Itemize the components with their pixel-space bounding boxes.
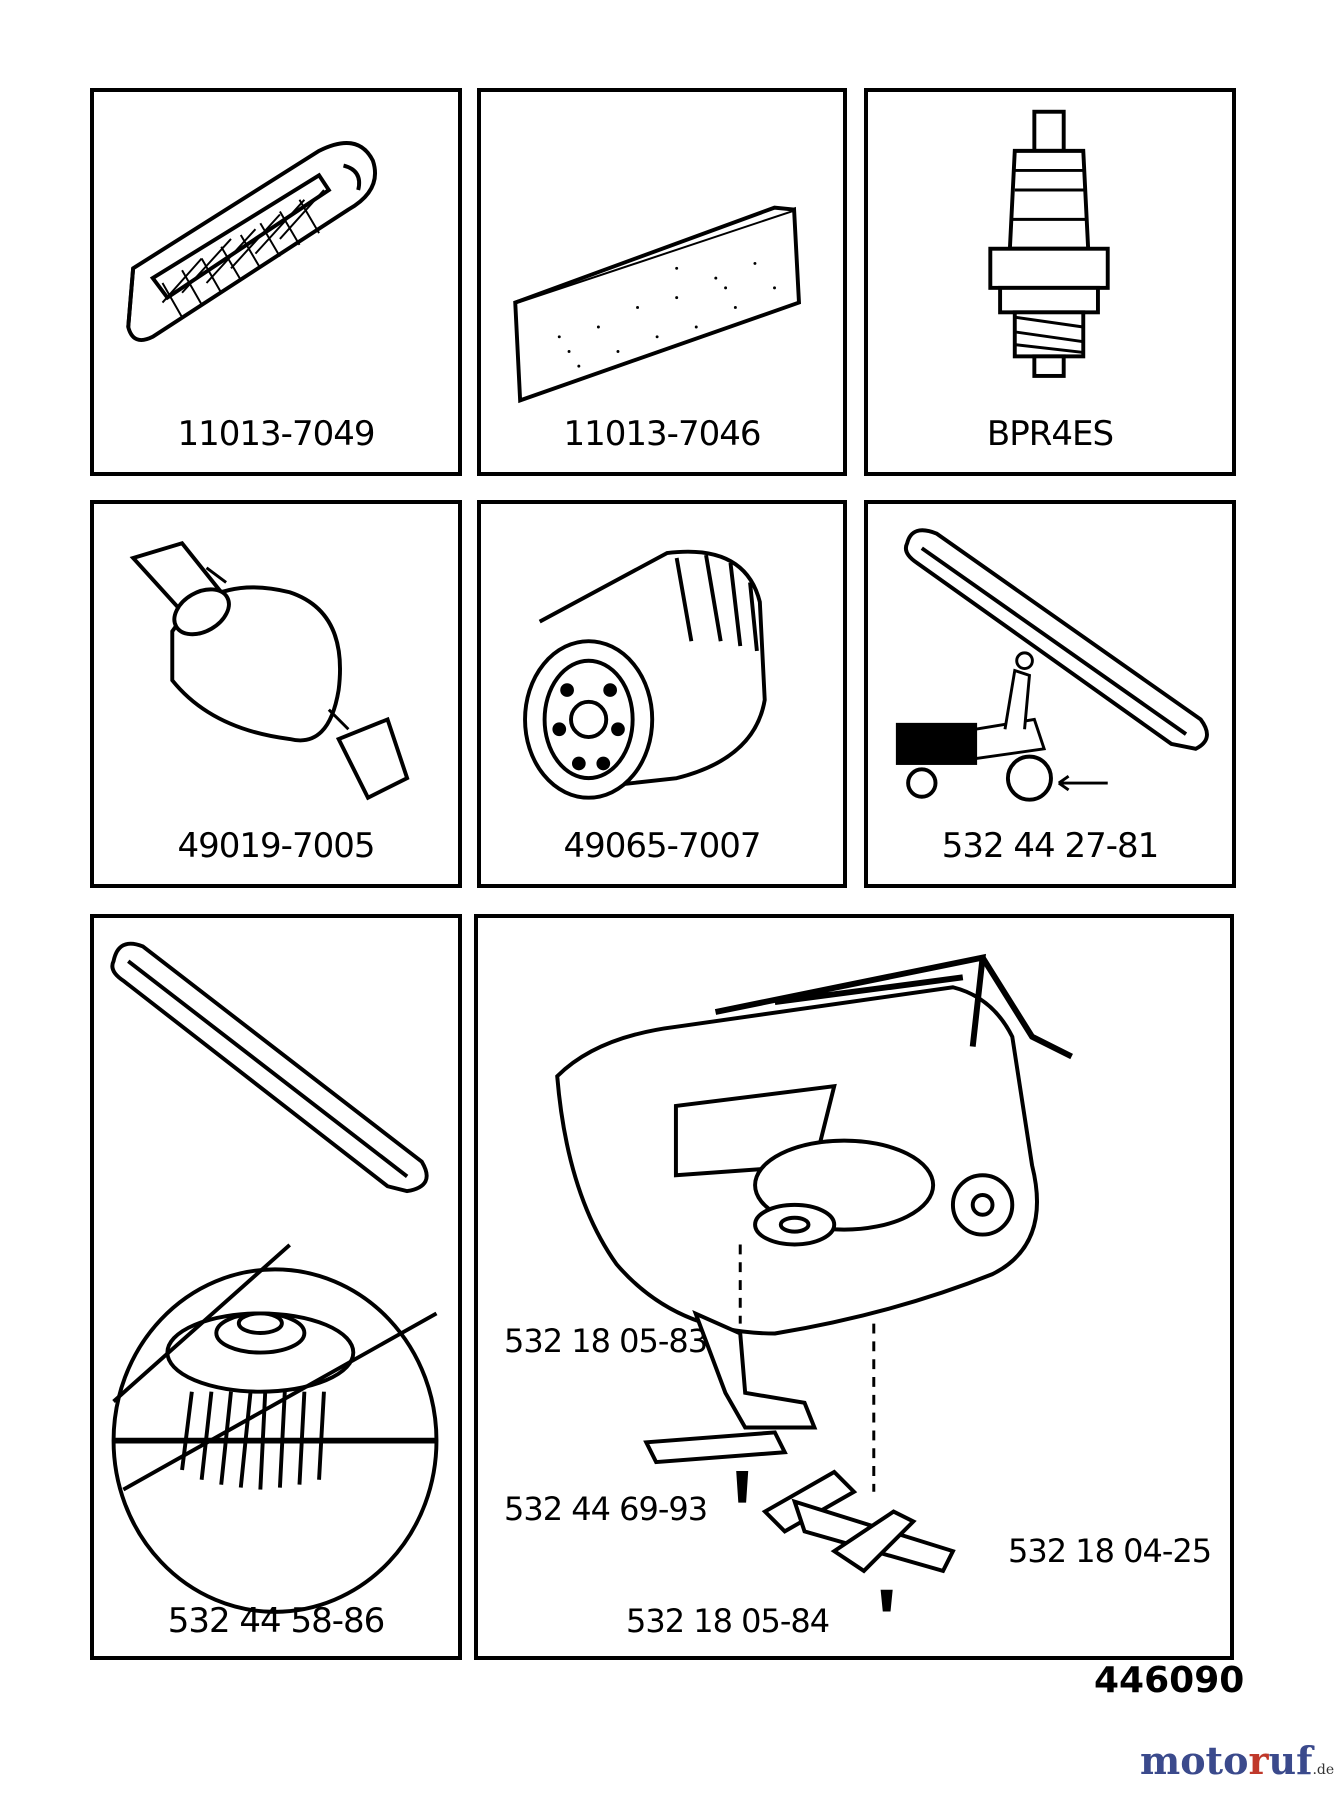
diagram-id: 446090	[1094, 1660, 1245, 1701]
label-blade-right: 532 18 04-25	[1008, 1532, 1212, 1570]
label-blade-adapter: 532 44 69-93	[504, 1490, 708, 1528]
part-box-deck-belt-pulley: 532 44 58-86	[90, 914, 462, 1660]
air-filter-illustration	[126, 141, 377, 342]
part-number-air-filter: 11013-7049	[177, 414, 376, 454]
part-number-spark-plug: BPR4ES	[986, 414, 1114, 454]
oil-filter-illustration	[523, 549, 767, 800]
deck-belt-pulley-illustration	[110, 941, 439, 1614]
part-number-drive-belt: 532 44 27-81	[941, 826, 1160, 866]
part-box-pre-filter: 11013-7046	[477, 88, 847, 476]
drive-belt-illustration	[895, 528, 1209, 802]
fuel-filter-illustration	[129, 541, 410, 801]
part-number-oil-filter: 49065-7007	[563, 826, 762, 866]
part-box-air-filter: 11013-7049	[90, 88, 462, 476]
part-number-deck-belt-pulley: 532 44 58-86	[167, 1601, 386, 1641]
part-box-fuel-filter: 49019-7005	[90, 500, 462, 888]
part-box-drive-belt: 532 44 27-81	[864, 500, 1236, 888]
watermark-logo: motoruf.de	[1140, 1738, 1335, 1783]
part-number-pre-filter: 11013-7046	[563, 414, 762, 454]
mower-deck-illustration	[555, 953, 1073, 1612]
label-blade-left: 532 18 05-83	[504, 1322, 708, 1360]
part-box-spark-plug: BPR4ES	[864, 88, 1236, 476]
spark-plug-illustration	[988, 109, 1110, 378]
part-box-oil-filter: 49065-7007	[477, 500, 847, 888]
deck-assembly-box: 532 18 05-83 532 44 69-93 532 18 04-25 5…	[474, 914, 1234, 1660]
part-number-fuel-filter: 49019-7005	[177, 826, 376, 866]
pre-filter-illustration	[513, 205, 802, 404]
label-blade-center: 532 18 05-84	[626, 1602, 830, 1640]
